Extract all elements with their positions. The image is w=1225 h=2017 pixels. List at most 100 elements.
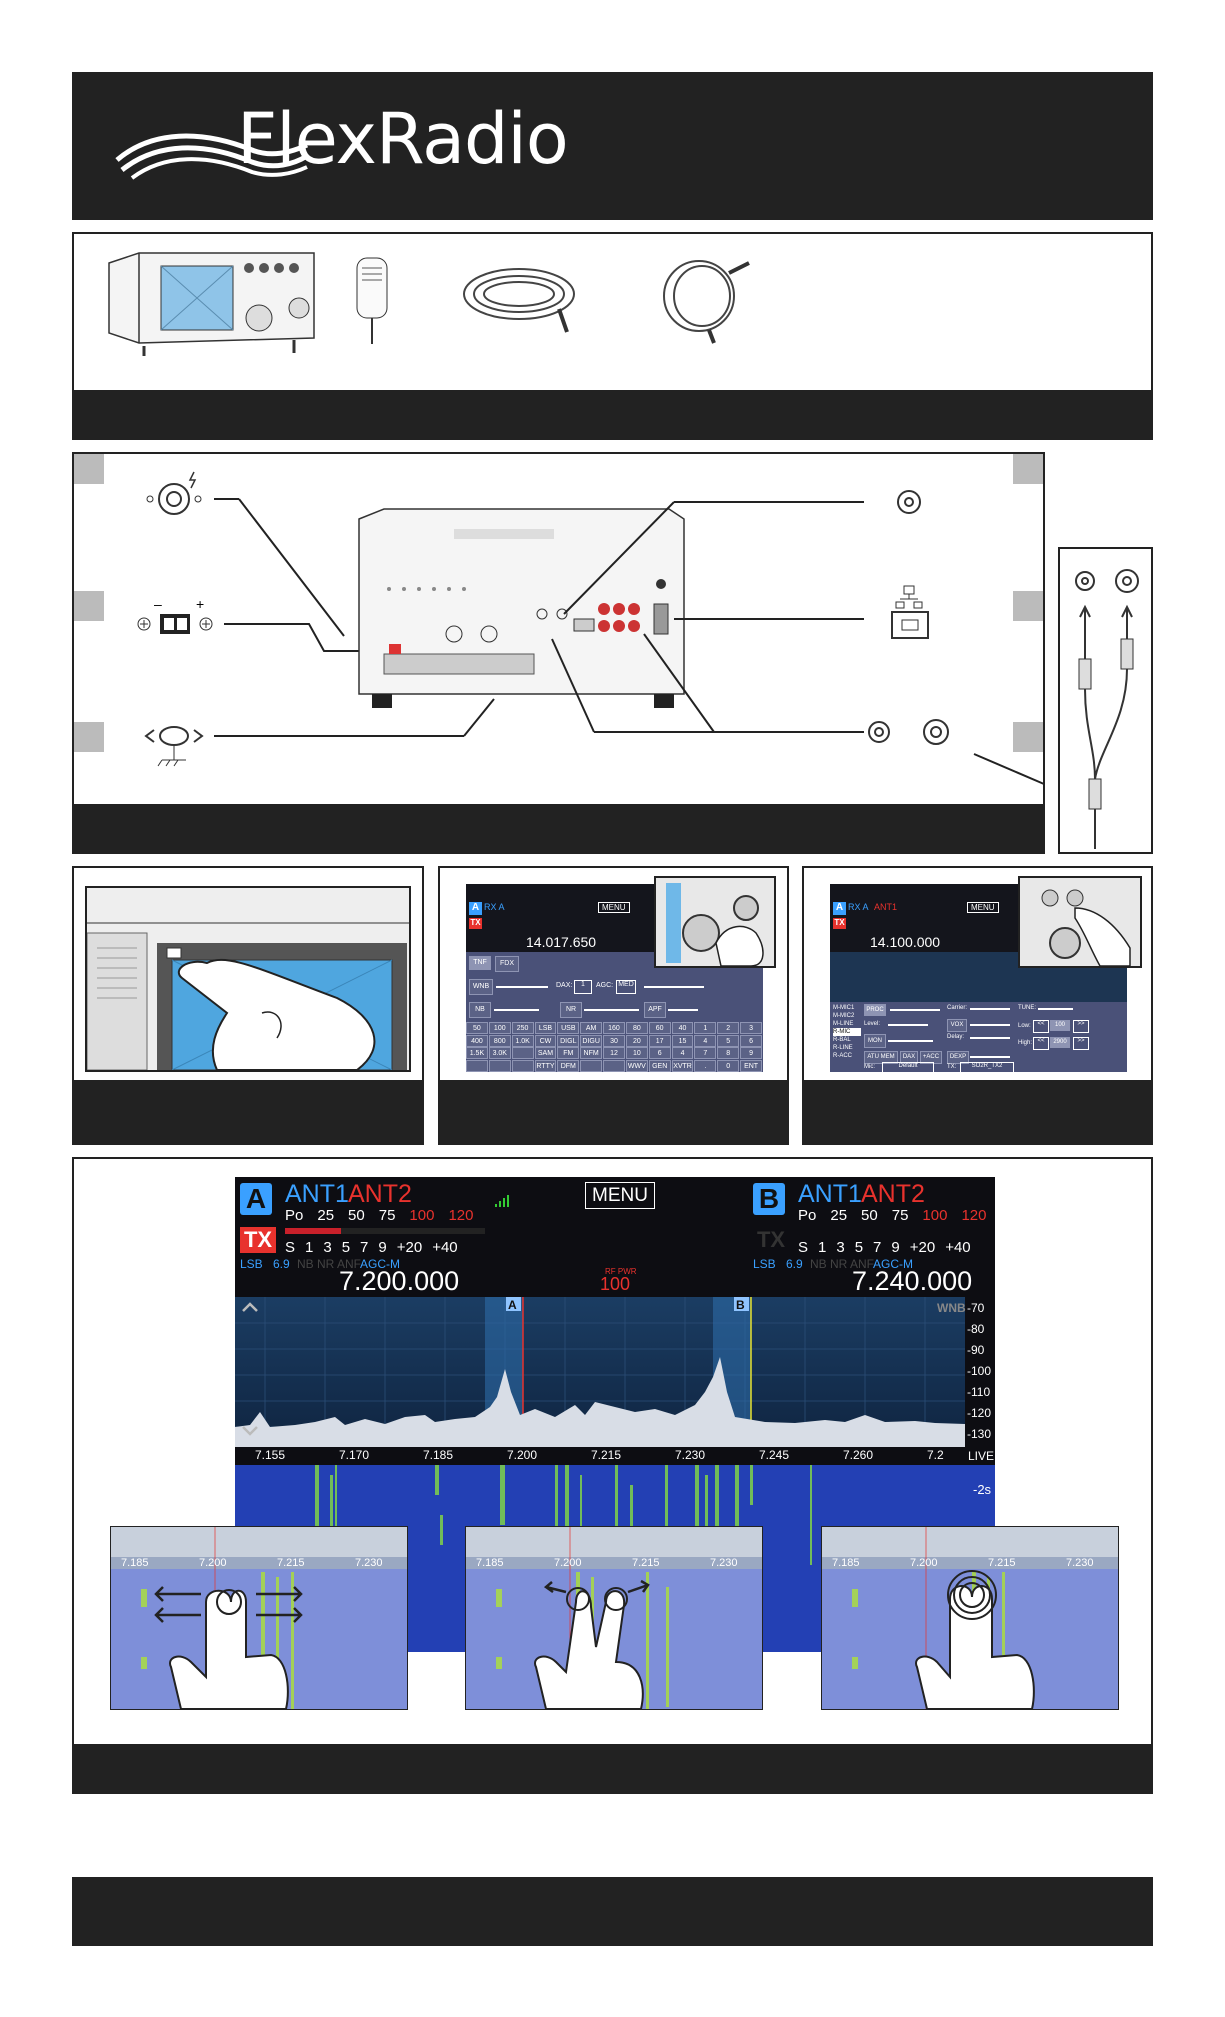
- pan-down-icon[interactable]: [239, 1422, 263, 1444]
- slice-b-mode[interactable]: LSB: [753, 1257, 776, 1271]
- mic-source-item[interactable]: R-MIC: [833, 1028, 861, 1036]
- dax-select[interactable]: 1: [574, 980, 592, 994]
- nb-slider[interactable]: [494, 1009, 539, 1011]
- rx-grid-button[interactable]: 8: [717, 1047, 740, 1059]
- mon-slider[interactable]: [888, 1040, 933, 1042]
- rx-grid-button[interactable]: 6: [648, 1047, 671, 1059]
- rx-grid-button[interactable]: DFM: [557, 1059, 580, 1072]
- rx-grid-button[interactable]: RTTY: [534, 1059, 557, 1072]
- rx-grid-button[interactable]: [488, 1059, 511, 1072]
- rx-grid-button[interactable]: 1: [694, 1022, 717, 1034]
- rx-grid-button[interactable]: 100: [488, 1022, 511, 1034]
- rx-grid-button[interactable]: WWV: [625, 1059, 648, 1072]
- mic-source-item[interactable]: R-LINE: [833, 1045, 853, 1051]
- acc-button[interactable]: +ACC: [920, 1051, 942, 1064]
- tx-select[interactable]: SO2R_TX2: [960, 1062, 1014, 1072]
- proc-button[interactable]: PROC: [864, 1004, 886, 1016]
- slice-b-ant-tx[interactable]: ANT2: [861, 1180, 925, 1208]
- wnb-button[interactable]: WNB: [469, 979, 493, 995]
- rx-grid-button[interactable]: [580, 1059, 603, 1072]
- rx-grid-button[interactable]: SAM: [534, 1047, 557, 1059]
- dax-button[interactable]: DAX: [900, 1051, 918, 1064]
- rx-grid-button[interactable]: 800: [488, 1034, 511, 1047]
- mic-source-item[interactable]: R-ACC: [833, 1053, 852, 1059]
- slice-b-flags[interactable]: NB NR ANF: [810, 1257, 875, 1271]
- low-prev-button[interactable]: <<: [1033, 1020, 1049, 1033]
- slice-b-letter[interactable]: B: [753, 1183, 785, 1215]
- slice-b-filter[interactable]: 6.9: [786, 1257, 803, 1271]
- agc-slider[interactable]: [644, 986, 704, 988]
- high-prev-button[interactable]: <<: [1033, 1037, 1049, 1050]
- rx-grid-button[interactable]: CW: [534, 1034, 557, 1047]
- proc-slider[interactable]: [890, 1009, 940, 1011]
- mic-source-item[interactable]: M-MIC1: [833, 1005, 855, 1011]
- rx-grid-button[interactable]: 4: [671, 1047, 694, 1059]
- mon-button[interactable]: MON: [864, 1034, 886, 1048]
- rx-grid-button[interactable]: 20: [625, 1034, 648, 1047]
- atu-mem-button[interactable]: ATU MEM: [864, 1051, 898, 1064]
- rx-grid-button[interactable]: 30: [603, 1034, 625, 1047]
- rx-grid-button[interactable]: 2: [717, 1022, 740, 1034]
- rf-power-value[interactable]: 100: [600, 1274, 631, 1294]
- rx-grid-button[interactable]: 400: [466, 1034, 488, 1047]
- rx-grid-button[interactable]: 4: [694, 1034, 717, 1047]
- nb-button[interactable]: NB: [469, 1002, 491, 1018]
- slice-a-tx-badge[interactable]: TX: [240, 1227, 276, 1253]
- slice-a-flags[interactable]: NB NR ANF: [297, 1257, 362, 1271]
- rx-grid-button[interactable]: XVTR: [671, 1059, 694, 1072]
- slice-a-ant-rx[interactable]: ANT1: [285, 1180, 349, 1208]
- low-next-button[interactable]: >>: [1073, 1020, 1089, 1033]
- rx-grid-button[interactable]: 3.0K: [488, 1047, 511, 1059]
- rx-grid-button[interactable]: 17: [648, 1034, 671, 1047]
- nr-button[interactable]: NR: [560, 1002, 582, 1018]
- wnb-indicator[interactable]: WNB: [937, 1301, 966, 1315]
- rx-grid-button[interactable]: 160: [603, 1022, 625, 1034]
- rx-menu-button[interactable]: MENU: [598, 902, 630, 913]
- rx-grid-button[interactable]: 10: [625, 1047, 648, 1059]
- rx-grid-button[interactable]: 60: [648, 1022, 671, 1034]
- rx-grid-button[interactable]: 12: [603, 1047, 625, 1059]
- vox-button[interactable]: VOX: [947, 1019, 967, 1032]
- dexp-button[interactable]: DEXP: [947, 1051, 969, 1064]
- mic-select[interactable]: Default: [882, 1062, 934, 1072]
- rx-grid-button[interactable]: [603, 1059, 625, 1072]
- fdx-button[interactable]: FDX: [495, 956, 519, 972]
- rx-grid-button[interactable]: NFM: [580, 1047, 603, 1059]
- slice-b-ant-rx[interactable]: ANT1: [798, 1180, 862, 1208]
- high-next-button[interactable]: >>: [1073, 1037, 1089, 1050]
- live-indicator[interactable]: LIVE: [968, 1449, 995, 1463]
- tx-menu-button[interactable]: MENU: [967, 902, 999, 913]
- rx-grid-button[interactable]: USB: [557, 1022, 580, 1034]
- rx-grid-button[interactable]: 7: [694, 1047, 717, 1059]
- rx-grid-button[interactable]: [511, 1059, 534, 1072]
- rx-grid-button[interactable]: 40: [671, 1022, 694, 1034]
- slice-a-letter[interactable]: A: [240, 1183, 272, 1215]
- rx-grid-button[interactable]: 9: [740, 1047, 762, 1059]
- wnb-slider[interactable]: [496, 986, 548, 988]
- tnf-button[interactable]: TNF: [469, 956, 491, 970]
- mic-source-item[interactable]: M-LINE: [833, 1021, 854, 1027]
- slice-b-agc[interactable]: AGC-M: [873, 1257, 913, 1271]
- rx-grid-button[interactable]: 1.0K: [511, 1034, 534, 1047]
- slice-a-ant-tx[interactable]: ANT2: [348, 1180, 412, 1208]
- vox-slider[interactable]: [970, 1024, 1010, 1026]
- rx-grid-button[interactable]: ENT: [740, 1059, 762, 1072]
- rx-grid-button[interactable]: 80: [625, 1022, 648, 1034]
- rx-grid-button[interactable]: FM: [557, 1047, 580, 1059]
- tune-slider[interactable]: [1038, 1008, 1073, 1010]
- rx-grid-button[interactable]: DIGL: [557, 1034, 580, 1047]
- rx-grid-button[interactable]: 0: [717, 1059, 740, 1072]
- agc-select[interactable]: MED: [616, 980, 636, 994]
- rx-grid-button[interactable]: 5: [717, 1034, 740, 1047]
- rx-grid-button[interactable]: GEN: [648, 1059, 671, 1072]
- nr-slider[interactable]: [584, 1009, 639, 1011]
- rx-grid-button[interactable]: [511, 1047, 534, 1059]
- slice-b-frequency[interactable]: 7.240.000: [852, 1266, 973, 1296]
- panadapter[interactable]: A B: [235, 1297, 995, 1477]
- dexp-slider[interactable]: [970, 1056, 1010, 1058]
- slice-b-tx-badge[interactable]: TX: [756, 1227, 786, 1252]
- apf-button[interactable]: APF: [644, 1002, 666, 1018]
- rx-grid-button[interactable]: LSB: [534, 1022, 557, 1034]
- mic-source-item[interactable]: M-MIC2: [833, 1013, 855, 1019]
- rx-grid-button[interactable]: AM: [580, 1022, 603, 1034]
